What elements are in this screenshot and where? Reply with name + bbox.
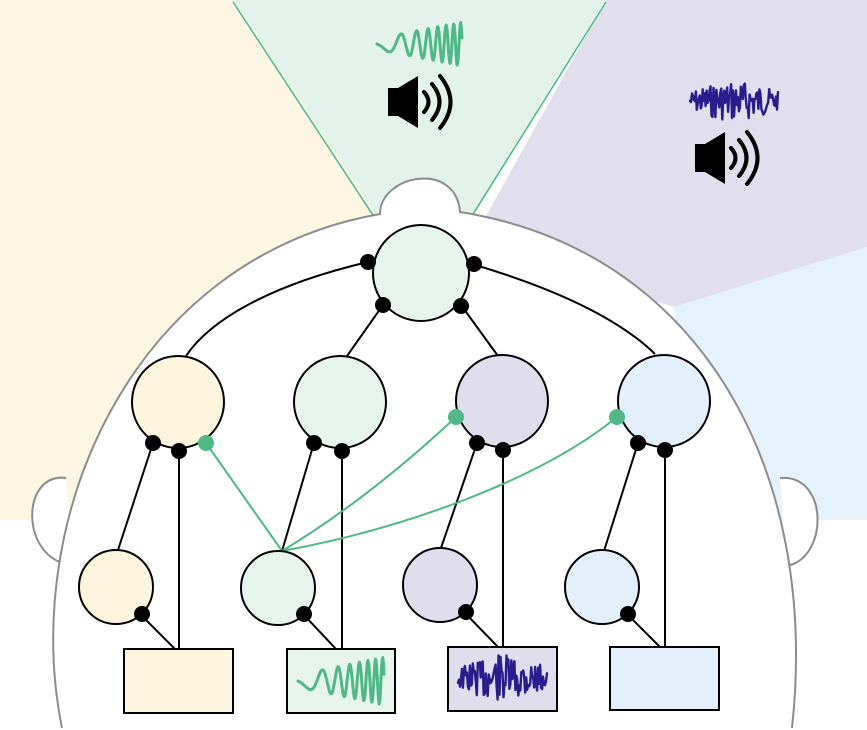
node-low-blue xyxy=(564,549,640,625)
green-synapses xyxy=(198,409,625,451)
black-synapses xyxy=(134,254,673,622)
sector-green xyxy=(233,0,606,238)
synapse-blue-mid-2 xyxy=(657,442,673,458)
node-mid-purple xyxy=(455,354,549,448)
green-synapse-blue-mid xyxy=(609,409,625,425)
edge-purple-mid-to-purple-low xyxy=(440,442,478,549)
synapse-green-mid-1 xyxy=(306,435,322,451)
node-mid-yellow xyxy=(131,355,225,449)
sound-wave-3 xyxy=(745,130,760,186)
waveform-icon xyxy=(296,656,386,706)
node-mid-blue xyxy=(617,354,711,448)
synapse-top-left xyxy=(360,254,376,270)
synapse-purple-mid-1 xyxy=(469,435,485,451)
output-boxes xyxy=(123,646,720,714)
synapse-yellow-low xyxy=(134,606,150,622)
waveform-icon xyxy=(375,20,464,67)
synapse-yellow-mid-1 xyxy=(145,435,161,451)
synapse-yellow-mid-2 xyxy=(171,443,187,459)
sound-wave-2 xyxy=(737,138,749,178)
view-cone-right xyxy=(457,1,607,239)
green-edge-to-blue-mid xyxy=(281,416,618,552)
right-ear xyxy=(779,476,819,567)
green-edge-to-purple-mid xyxy=(281,416,457,552)
black-connections xyxy=(117,261,666,650)
node-mid-green xyxy=(293,355,387,449)
waveforms xyxy=(296,20,780,706)
green-edge-to-yellow-mid xyxy=(205,442,283,552)
sound-wave-2 xyxy=(430,82,442,122)
synapse-top-bottom-right xyxy=(453,298,469,314)
green-synapse-purple-mid xyxy=(448,409,464,425)
edge-top-to-yellow-mid xyxy=(185,261,369,357)
node-top-green xyxy=(372,224,470,322)
synapse-green-mid-2 xyxy=(334,443,350,459)
synapse-blue-mid-1 xyxy=(630,435,646,451)
synapse-blue-low xyxy=(620,606,636,622)
node-low-yellow xyxy=(78,549,154,625)
node-low-purple xyxy=(402,547,478,623)
sound-wave-1 xyxy=(729,146,738,170)
box-yellow xyxy=(123,648,234,714)
synapse-purple-mid-2 xyxy=(495,442,511,458)
speaker-icon xyxy=(695,132,725,184)
sound-wave-1 xyxy=(422,90,431,114)
nodes xyxy=(78,224,711,626)
edge-blue-mid-to-blue-low xyxy=(603,442,639,552)
edge-green-mid-to-green-low xyxy=(281,442,315,552)
synapse-green-low xyxy=(296,606,312,622)
box-blue xyxy=(609,646,720,711)
sector-purple xyxy=(470,0,867,307)
synapse-top-right xyxy=(466,256,482,272)
waveform-icon xyxy=(688,82,780,121)
speaker-right xyxy=(695,130,760,186)
edge-top-to-purple-mid xyxy=(460,304,499,357)
view-cone-left xyxy=(232,1,389,239)
waveform-icon xyxy=(456,654,549,701)
speaker-icon xyxy=(388,76,418,128)
edge-top-to-green-mid xyxy=(346,304,384,357)
edge-top-to-blue-mid xyxy=(471,263,656,355)
node-low-green xyxy=(240,550,316,626)
edge-yellow-mid-to-yellow-low xyxy=(117,442,154,551)
speaker-top xyxy=(388,74,453,130)
sound-wave-3 xyxy=(438,74,453,130)
synapse-top-bottom-left xyxy=(375,297,391,313)
green-connections xyxy=(205,416,618,552)
synapse-purple-low xyxy=(458,604,474,620)
green-synapse-yellow-mid xyxy=(198,435,214,451)
